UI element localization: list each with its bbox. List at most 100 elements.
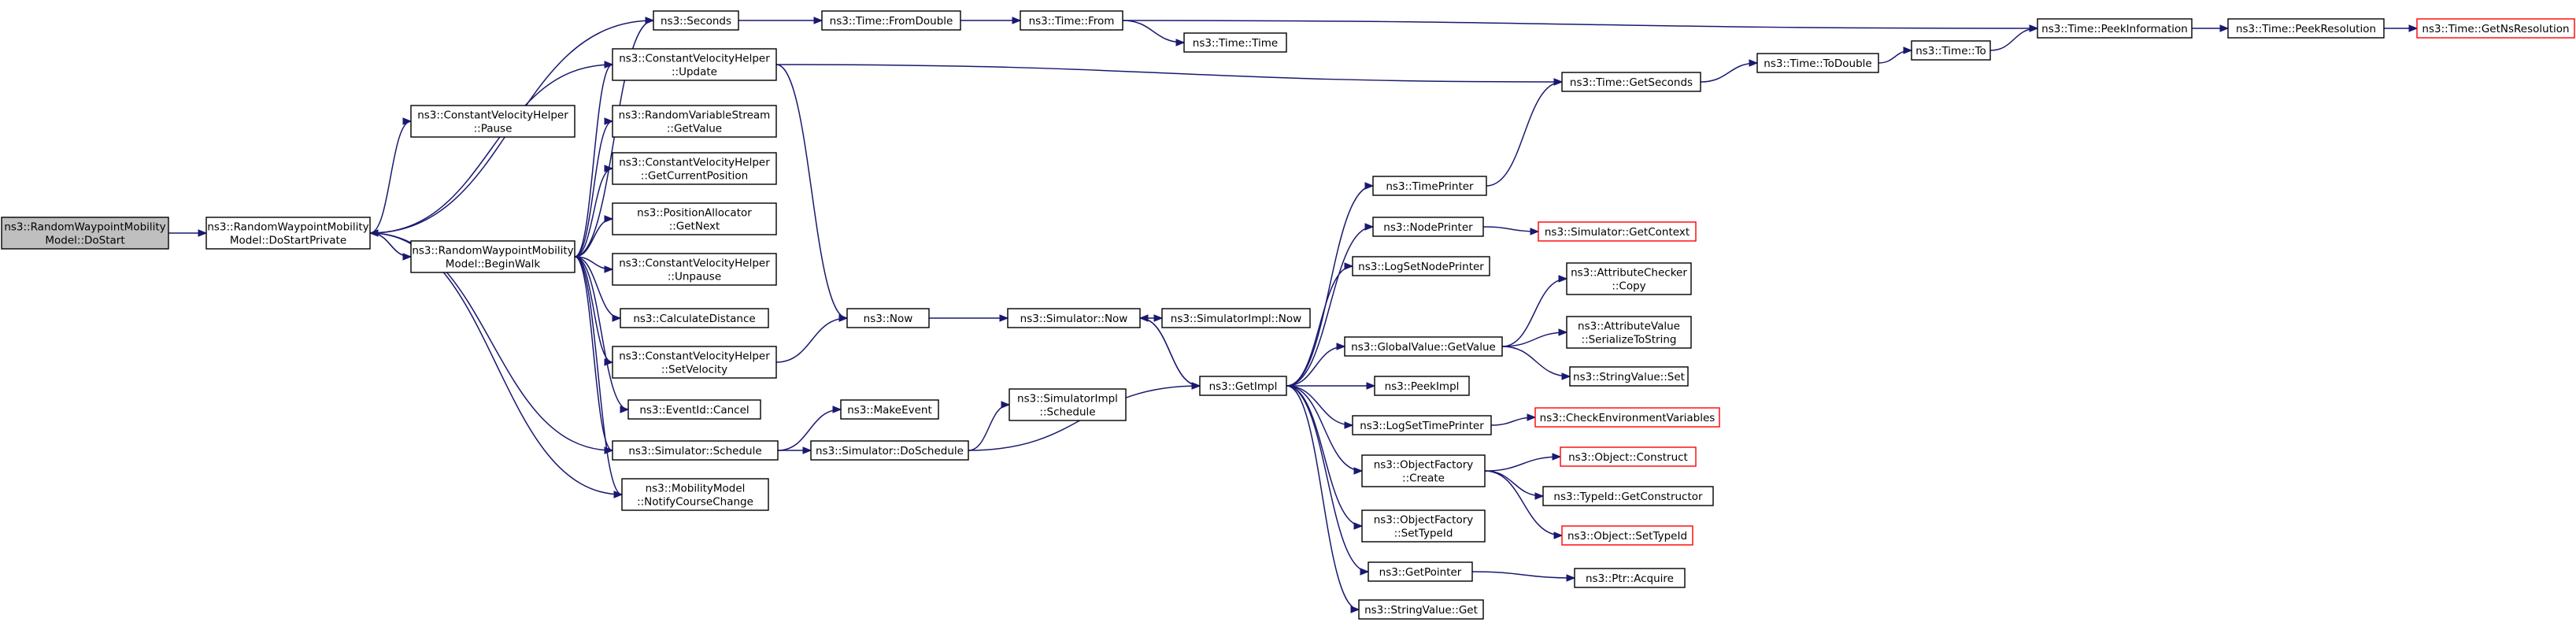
node-time-getseconds[interactable]: ns3::Time::GetSeconds bbox=[1561, 72, 1701, 92]
node-box bbox=[621, 478, 769, 511]
node-cvh-unpause[interactable]: ns3::ConstantVelocityHelper::Unpause bbox=[612, 253, 777, 286]
node-stringvalue-set[interactable]: ns3::StringValue::Set bbox=[1569, 366, 1689, 387]
edge-objectfactory_create-to-object_settypeid bbox=[1484, 470, 1563, 536]
node-logsetnodeprinter[interactable]: ns3::LogSetNodePrinter bbox=[1352, 256, 1490, 276]
node-sim-doschedule[interactable]: ns3::Simulator::DoSchedule bbox=[810, 440, 969, 461]
edge-arrowhead bbox=[604, 215, 614, 223]
node-time-to[interactable]: ns3::Time::To bbox=[1911, 40, 1991, 61]
edge-arrowhead bbox=[2029, 24, 2039, 32]
node-label: ns3::GlobalValue::GetValue bbox=[1351, 341, 1496, 354]
node-label: ns3::RandomWaypointMobility bbox=[4, 221, 165, 234]
node-sim-schedule[interactable]: ns3::Simulator::Schedule bbox=[612, 440, 779, 461]
edge-arrowhead bbox=[1153, 314, 1164, 322]
node-label: ns3::AttributeChecker bbox=[1571, 267, 1687, 280]
node-attrchecker-copy[interactable]: ns3::AttributeChecker::Copy bbox=[1566, 262, 1692, 295]
node-timeprinter[interactable]: ns3::TimePrinter bbox=[1372, 176, 1487, 196]
node-box bbox=[1561, 72, 1701, 92]
edge-beginwalk-to-sim_schedule bbox=[574, 256, 613, 451]
node-simimpl-now[interactable]: ns3::SimulatorImpl::Now bbox=[1161, 308, 1311, 328]
node-sim-getcontext[interactable]: ns3::Simulator::GetContext bbox=[1538, 221, 1697, 242]
node-label: ns3::Object::Construct bbox=[1568, 451, 1688, 464]
edge-arrowhead bbox=[1336, 343, 1346, 350]
node-label: ns3::ConstantVelocityHelper bbox=[619, 157, 770, 169]
node-label: ns3::Time::Time bbox=[1193, 37, 1278, 50]
node-box bbox=[612, 346, 777, 379]
node-box bbox=[1372, 217, 1484, 237]
node-rvs-getvalue[interactable]: ns3::RandomVariableStream::GetValue bbox=[612, 105, 777, 138]
edge-time_to-to-time_peekinformation bbox=[1989, 28, 2038, 51]
node-time-time[interactable]: ns3::Time::Time bbox=[1183, 32, 1287, 53]
node-notifycoursechange[interactable]: ns3::MobilityModel::NotifyCourseChange bbox=[621, 478, 769, 511]
node-simimpl-schedule[interactable]: ns3::SimulatorImpl::Schedule bbox=[1009, 388, 1127, 421]
node-checkenvvars[interactable]: ns3::CheckEnvironmentVariables bbox=[1534, 407, 1720, 428]
node-box bbox=[1561, 525, 1693, 546]
node-getimpl[interactable]: ns3::GetImpl bbox=[1199, 376, 1287, 396]
node-seconds[interactable]: ns3::Seconds bbox=[653, 10, 739, 31]
node-objectfactory-settypeid[interactable]: ns3::ObjectFactory::SetTypeId bbox=[1361, 509, 1486, 543]
edge-sim_schedule-to-makeevent bbox=[777, 409, 842, 451]
node-box bbox=[1009, 388, 1127, 421]
node-label: ::Unpause bbox=[668, 271, 721, 283]
edge-arrowhead bbox=[1530, 228, 1540, 235]
node-label: ns3::ObjectFactory bbox=[1374, 459, 1474, 472]
edge-getimpl-to-globalvalue_getvalue bbox=[1286, 346, 1345, 387]
node-now[interactable]: ns3::Now bbox=[846, 308, 930, 328]
edge-arrowhead bbox=[1552, 453, 1562, 461]
edge-globalvalue_getvalue-to-attrchecker_copy bbox=[1501, 278, 1567, 347]
node-cvh-getcurrentposition[interactable]: ns3::ConstantVelocityHelper::GetCurrentP… bbox=[612, 152, 777, 185]
node-stringvalue-get[interactable]: ns3::StringValue::Get bbox=[1358, 599, 1484, 620]
node-box bbox=[1372, 176, 1487, 196]
node-getpointer[interactable]: ns3::GetPointer bbox=[1368, 561, 1473, 582]
node-posalloc-getnext[interactable]: ns3::PositionAllocator::GetNext bbox=[612, 202, 777, 235]
node-time-fromdouble[interactable]: ns3::Time::FromDouble bbox=[821, 10, 961, 31]
node-typeid-getconstructor[interactable]: ns3::TypeId::GetConstructor bbox=[1542, 486, 1714, 506]
edge-arrowhead bbox=[1364, 223, 1375, 231]
node-label: ns3::ObjectFactory bbox=[1374, 514, 1474, 527]
node-time-peekinformation[interactable]: ns3::Time::PeekInformation bbox=[2037, 18, 2193, 39]
node-time-getnsresolution[interactable]: ns3::Time::GetNsResolution bbox=[2416, 18, 2575, 39]
node-eventid-cancel[interactable]: ns3::EventId::Cancel bbox=[627, 399, 761, 420]
node-box bbox=[1374, 376, 1470, 396]
node-makeevent[interactable]: ns3::MakeEvent bbox=[840, 399, 939, 420]
node-calculatedistance[interactable]: ns3::CalculateDistance bbox=[620, 308, 769, 328]
node-sim-now[interactable]: ns3::Simulator::Now bbox=[1007, 308, 1141, 328]
node-label: ns3::Time::PeekResolution bbox=[2236, 23, 2376, 35]
node-object-construct[interactable]: ns3::Object::Construct bbox=[1560, 446, 1697, 467]
edge-arrowhead bbox=[1360, 568, 1370, 576]
node-box bbox=[1361, 454, 1486, 487]
node-cvh-update[interactable]: ns3::ConstantVelocityHelper::Update bbox=[612, 48, 777, 81]
node-pause[interactable]: ns3::ConstantVelocityHelper::Pause bbox=[410, 105, 576, 138]
node-dostartprivate[interactable]: ns3::RandomWaypointMobilityModel::DoStar… bbox=[205, 217, 371, 250]
node-objectfactory-create[interactable]: ns3::ObjectFactory::Create bbox=[1361, 454, 1486, 487]
node-box bbox=[1020, 10, 1123, 31]
node-time-from[interactable]: ns3::Time::From bbox=[1020, 10, 1123, 31]
node-attrvalue-serialize[interactable]: ns3::AttributeValue::SerializeToString bbox=[1566, 316, 1692, 349]
node-globalvalue-getvalue[interactable]: ns3::GlobalValue::GetValue bbox=[1344, 336, 1503, 357]
node-label: ::Copy bbox=[1612, 280, 1645, 293]
edge-cvh_update-to-now bbox=[775, 64, 848, 319]
edge-arrowhead bbox=[1553, 78, 1564, 86]
node-box bbox=[1199, 376, 1287, 396]
node-peekimpl[interactable]: ns3::PeekImpl bbox=[1374, 376, 1470, 396]
edge-beginwalk-to-notifycoursechange bbox=[574, 256, 623, 495]
node-label: ::Create bbox=[1402, 472, 1445, 485]
node-label: ns3::GetPointer bbox=[1379, 566, 1462, 579]
node-label: ::GetNext bbox=[669, 220, 720, 233]
node-nodeprinter[interactable]: ns3::NodePrinter bbox=[1372, 217, 1484, 237]
node-beginwalk[interactable]: ns3::RandomWaypointMobilityModel::BeginW… bbox=[410, 240, 576, 273]
edge-arrowhead bbox=[1561, 372, 1571, 380]
node-object-settypeid[interactable]: ns3::Object::SetTypeId bbox=[1561, 525, 1693, 546]
edge-getpointer-to-ptr_acquire bbox=[1471, 571, 1575, 579]
node-box bbox=[1352, 415, 1492, 435]
node-time-todouble[interactable]: ns3::Time::ToDouble bbox=[1756, 53, 1879, 73]
edge-arrowhead bbox=[604, 117, 614, 125]
edge-arrowhead bbox=[832, 406, 842, 413]
node-ptr-acquire[interactable]: ns3::Ptr::Acquire bbox=[1574, 568, 1686, 588]
node-label: ns3::Simulator::Schedule bbox=[628, 445, 761, 457]
node-time-peekresolution[interactable]: ns3::Time::PeekResolution bbox=[2227, 18, 2385, 39]
edge-arrowhead bbox=[198, 229, 208, 237]
node-cvh-setvelocity[interactable]: ns3::ConstantVelocityHelper::SetVelocity bbox=[612, 346, 777, 379]
edge-arrowhead bbox=[1012, 17, 1022, 24]
node-logsettimeprinter[interactable]: ns3::LogSetTimePrinter bbox=[1352, 415, 1492, 435]
